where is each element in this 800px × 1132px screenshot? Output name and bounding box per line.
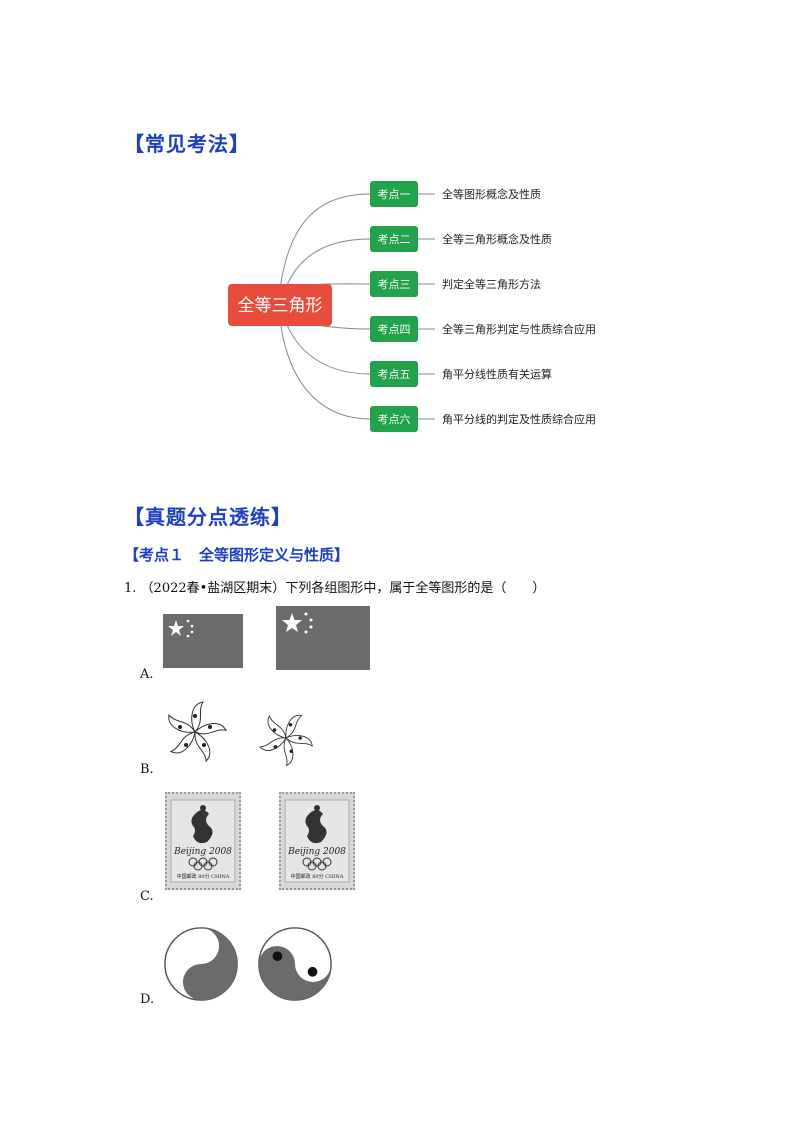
mindmap-tag-5: 考点五 bbox=[378, 368, 411, 381]
mindmap-branch-5: 考点五 角平分线性质有关运算 bbox=[370, 361, 552, 387]
mindmap-tag-2: 考点二 bbox=[378, 233, 411, 246]
mindmap-text-2: 全等三角形概念及性质 bbox=[442, 232, 552, 246]
option-c-figure-2: Beijing 2008 中国邮政 80分 CHINA bbox=[279, 792, 355, 890]
option-b-figure-1 bbox=[168, 701, 227, 763]
mindmap-text-1: 全等图形概念及性质 bbox=[442, 187, 541, 201]
option-d-label: D. bbox=[140, 992, 155, 1007]
practice-heading: 【真题分点透练】 bbox=[124, 505, 292, 529]
option-b-figure-2 bbox=[259, 714, 313, 767]
stamp-bottom: 中国邮政 80分 CHINA bbox=[291, 873, 344, 880]
question-1: 1. （2022春•盐湖区期末）下列各组图形中，属于全等图形的是（ ） bbox=[124, 577, 545, 596]
mindmap-branch-6: 考点六 角平分线的判定及性质综合应用 bbox=[370, 406, 596, 432]
option-d-figure-1 bbox=[164, 927, 238, 1001]
mindmap-text-3: 判定全等三角形方法 bbox=[442, 277, 541, 291]
mindmap-branch-3: 考点三 判定全等三角形方法 bbox=[370, 271, 541, 297]
mindmap-tag-3: 考点三 bbox=[378, 278, 411, 291]
option-a-figure-2 bbox=[276, 606, 370, 670]
star-icon bbox=[282, 613, 302, 632]
mind-map: 全等三角形 考点一 全等图形概念及性质 考点二 全等三角形概念及性质 考点三 判… bbox=[228, 181, 596, 432]
stamp-art: Beijing 2008 中国邮政 80分 CHINA bbox=[170, 799, 236, 883]
mindmap-text-5: 角平分线性质有关运算 bbox=[442, 367, 552, 381]
question-source: （2022春•盐湖区期末） bbox=[140, 581, 286, 596]
mindmap-center-node: 全等三角形 bbox=[228, 284, 332, 326]
mindmap-text-6: 角平分线的判定及性质综合应用 bbox=[442, 412, 596, 426]
stamp-bottom: 中国邮政 80分 CHINA bbox=[177, 873, 230, 880]
option-b-label: B. bbox=[140, 762, 154, 777]
mindmap-branch-2: 考点二 全等三角形概念及性质 bbox=[370, 226, 552, 252]
mindmap-tag-4: 考点四 bbox=[378, 323, 411, 336]
star-icon bbox=[168, 620, 184, 636]
mindmap-text-4: 全等三角形判定与性质综合应用 bbox=[442, 322, 596, 336]
stamp-art: Beijing 2008 中国邮政 80分 CHINA bbox=[284, 799, 350, 883]
stamp-text: Beijing 2008 bbox=[173, 847, 232, 857]
point1-heading: 【考点１ 全等图形定义与性质】 bbox=[124, 546, 350, 564]
common-methods-heading: 【常见考法】 bbox=[124, 132, 250, 156]
question-text: 下列各组图形中，属于全等图形的是（ ） bbox=[285, 581, 546, 596]
mindmap-branch-1: 考点一 全等图形概念及性质 bbox=[370, 181, 541, 207]
option-a-label: A. bbox=[140, 667, 154, 682]
option-c-figure-1: Beijing 2008 中国邮政 80分 CHINA bbox=[165, 792, 241, 890]
question-number: 1. bbox=[124, 581, 137, 596]
option-d-figure-2 bbox=[258, 927, 332, 1001]
stamp-text: Beijing 2008 bbox=[287, 847, 346, 857]
option-a-figure-1 bbox=[163, 614, 243, 668]
option-c-label: C. bbox=[140, 889, 154, 904]
mindmap-tag-1: 考点一 bbox=[378, 188, 411, 201]
mindmap-center-label: 全等三角形 bbox=[238, 296, 323, 316]
mindmap-tag-6: 考点六 bbox=[378, 413, 411, 426]
mindmap-branch-4: 考点四 全等三角形判定与性质综合应用 bbox=[370, 316, 596, 342]
